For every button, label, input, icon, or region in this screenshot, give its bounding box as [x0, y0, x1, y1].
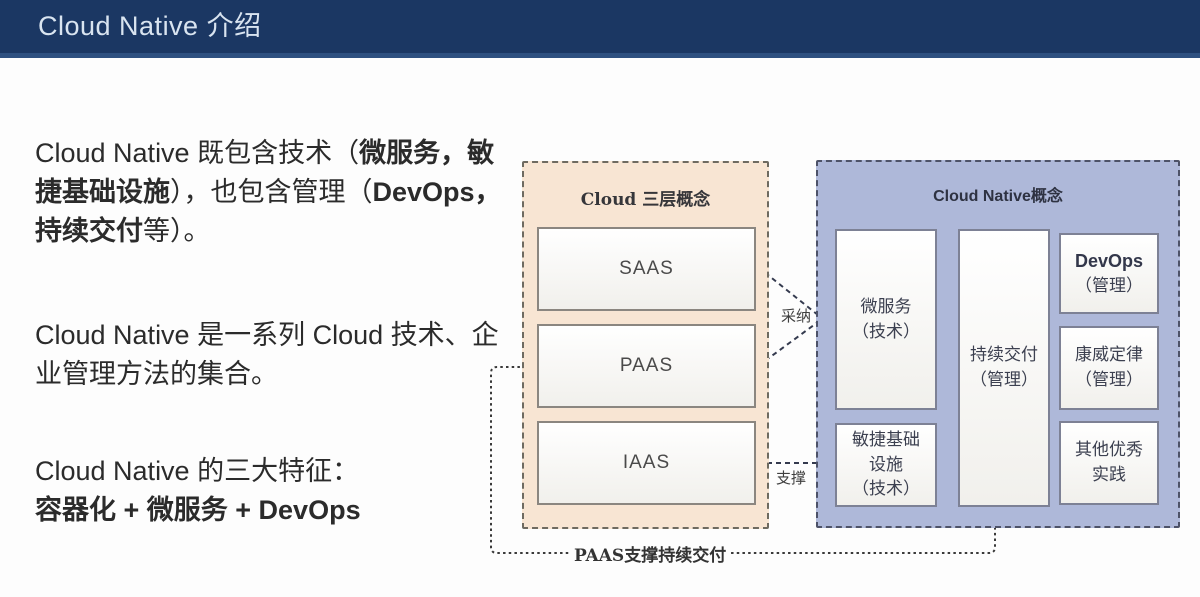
page-title: Cloud Native 介绍 — [38, 11, 262, 41]
iaas-box: IAAS — [537, 421, 756, 505]
saas-box: SAAS — [537, 227, 756, 311]
p1-seg5: 等）。 — [143, 216, 211, 246]
agile-infrastructure-type: （技术） — [852, 479, 920, 500]
adopt-label: 采纳 — [781, 307, 812, 325]
agile-infrastructure-box: 敏捷基础设施 （技术） — [835, 423, 937, 507]
saas-label: SAAS — [619, 258, 674, 279]
conway-law-label: 康威定律 — [1075, 345, 1143, 366]
microservices-type: （技术） — [852, 321, 920, 342]
p3-line2: 容器化 + 微服务 + DevOps — [35, 495, 361, 525]
paas-box: PAAS — [537, 324, 756, 408]
cloud-layers-group: Cloud 三层概念 SAAS PAAS IAAS — [522, 161, 769, 529]
paas-supports-cd-label: PAAS支撑持续交付 — [569, 541, 732, 566]
other-practices-label: 其他优秀实践 — [1075, 440, 1143, 485]
support-label: 支撑 — [776, 469, 807, 487]
continuous-delivery-box: 持续交付 （管理） — [958, 229, 1050, 507]
cloud-native-group: Cloud Native概念 微服务 （技术） 敏捷基础设施 （技术） 持续交付… — [816, 160, 1180, 528]
cloud-layers-title: Cloud 三层概念 — [580, 190, 711, 210]
paas-label: PAAS — [619, 355, 674, 376]
devops-label: DevOps — [1074, 251, 1144, 272]
continuous-delivery-type: （管理） — [970, 370, 1038, 390]
devops-box: DevOps （管理） — [1059, 233, 1159, 314]
microservices-box: 微服务 （技术） — [835, 229, 937, 410]
conway-law-box: 康威定律 （管理） — [1059, 326, 1159, 410]
p1-seg1: Cloud Native 既包含技术（ — [35, 138, 360, 168]
agile-infrastructure-label: 敏捷基础设施 — [852, 430, 920, 475]
iaas-label: IAAS — [622, 452, 671, 473]
p1-mgmt-bold: DevOps，持续交付 — [35, 177, 502, 246]
other-practices-box: 其他优秀实践 — [1059, 421, 1159, 505]
p1-tech-bold: 微服务，敏捷基础设施 — [35, 138, 495, 207]
p3-line1: Cloud Native 的三大特征： — [35, 456, 360, 486]
cloud-native-title: Cloud Native概念 — [933, 188, 1063, 205]
intro-paragraph-features: Cloud Native 的三大特征： 容器化 + 微服务 + DevOps — [35, 452, 521, 530]
conway-law-type: （管理） — [1075, 370, 1143, 390]
slide-header: Cloud Native 介绍 — [0, 0, 1200, 58]
continuous-delivery-label: 持续交付 — [970, 345, 1038, 366]
intro-paragraph-collection: Cloud Native 是一系列 Cloud 技术、企业管理方法的集合。 — [35, 320, 499, 389]
p1-seg3: ），也包含管理（ — [170, 177, 373, 207]
devops-type: （管理） — [1075, 276, 1143, 297]
microservices-label: 微服务 — [860, 296, 912, 317]
intro-paragraph-definition: Cloud Native 既包含技术（微服务，敏捷基础设施），也包含管理（Dev… — [35, 134, 509, 251]
